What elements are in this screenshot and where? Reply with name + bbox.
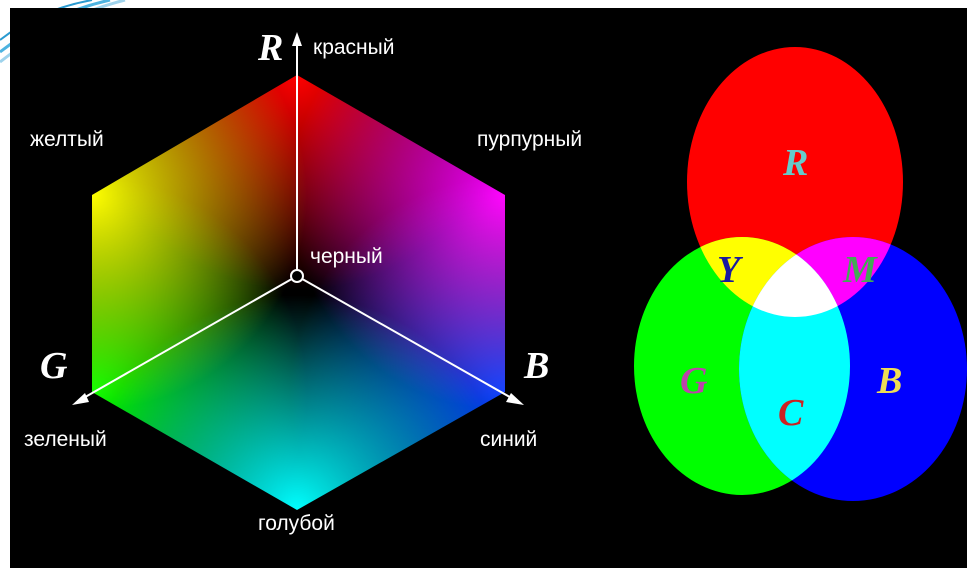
axis-r-letter: R — [257, 27, 283, 69]
b-axis-line — [296, 275, 516, 401]
venn-diagram — [634, 47, 967, 501]
rgb-cube — [72, 32, 524, 510]
axis-b-letter: B — [523, 345, 549, 387]
label-black: черный — [310, 245, 383, 268]
venn-letter-g: G — [680, 360, 708, 402]
rgb-color-model-panel: R G B красный желтый пурпурный черный зе… — [10, 8, 967, 568]
venn-letter-r: R — [782, 142, 808, 184]
venn-letter-c: C — [778, 392, 804, 434]
label-green: зеленый — [24, 428, 107, 451]
label-cyan: голубой — [258, 512, 335, 535]
label-magenta: пурпурный — [477, 128, 582, 151]
venn-white-region — [739, 237, 850, 317]
r-axis-arrow-icon — [292, 32, 302, 46]
venn-letter-y: Y — [717, 249, 744, 291]
g-axis-arrow-icon — [72, 393, 89, 405]
axis-g-letter: G — [40, 345, 68, 387]
origin-circle — [290, 269, 304, 283]
label-blue: синий — [480, 428, 537, 451]
label-yellow: желтый — [30, 128, 104, 151]
b-axis-arrow-icon — [506, 393, 524, 405]
venn-letter-m: M — [842, 249, 878, 291]
venn-letter-b: B — [876, 360, 902, 402]
label-red: красный — [313, 36, 394, 59]
diagram-canvas: R G B красный желтый пурпурный черный зе… — [24, 27, 967, 535]
g-axis-line — [79, 275, 298, 401]
